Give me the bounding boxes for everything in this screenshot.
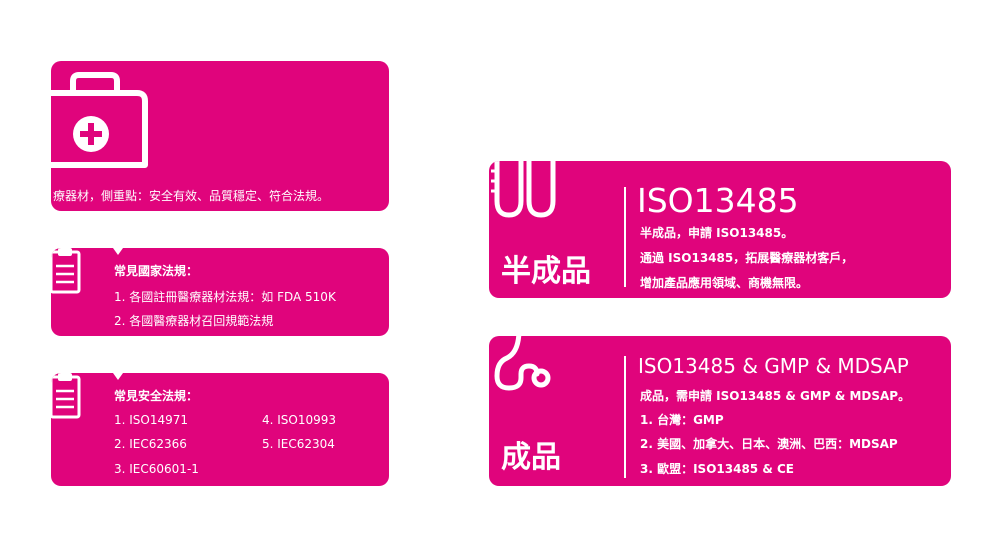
semi-finished-card: 半成品 ISO13485 半成品，申請 ISO13485。 通過 ISO1348… [489,161,951,298]
national-regulations-title: 常見國家法規： [114,264,199,278]
semi-finished-line: 通過 ISO13485，拓展醫療器材客戶， [640,251,854,265]
pointer-marker [113,373,123,380]
safety-regulations-item: 3. IEC60601-1 [114,462,199,476]
safety-regulations-card: 常見安全法規： 1. ISO14971 2. IEC62366 3. IEC60… [51,373,389,486]
test-tubes-icon [491,161,556,218]
finished-product-line: 成品，需申請 ISO13485 & GMP & MDSAP。 [640,389,911,403]
safety-regulations-item: 4. ISO10993 [262,413,337,427]
divider [624,187,626,287]
safety-regulations-item: 1. ISO14971 [114,413,189,427]
safety-regulations-title: 常見安全法規： [114,389,199,403]
stethoscope-icon [494,336,551,391]
clipboard-icon [51,248,81,294]
national-regulations-item: 1. 各國註冊醫療器材法規：如 FDA 510K [114,290,336,304]
semi-finished-label: 半成品 [501,254,591,289]
pointer-marker [113,248,123,255]
finished-product-card: 成品 ISO13485 & GMP & MDSAP 成品，需申請 ISO1348… [489,336,951,486]
finished-product-line: 2. 美國、加拿大、日本、澳洲、巴西：MDSAP [640,437,898,451]
finished-product-heading: ISO13485 & GMP & MDSAP [638,354,909,378]
finished-product-line: 1. 台灣：GMP [640,413,724,427]
finished-product-line: 3. 歐盟：ISO13485 & CE [640,462,794,476]
semi-finished-line: 增加產品應用領域、商機無限。 [640,276,809,290]
safety-regulations-item: 2. IEC62366 [114,437,187,451]
medical-device-card: 療器材，側重點：安全有效、品質穩定、符合法規。 [51,61,389,211]
finished-product-label: 成品 [501,440,561,475]
clipboard-icon [51,373,81,419]
safety-regulations-item: 5. IEC62304 [262,437,335,451]
national-regulations-item: 2. 各國醫療器材召回規範法規 [114,314,274,328]
first-aid-kit-icon [51,72,148,168]
semi-finished-line: 半成品，申請 ISO13485。 [640,226,794,240]
medical-device-text: 療器材，側重點：安全有效、品質穩定、符合法規。 [53,189,330,203]
semi-finished-heading: ISO13485 [637,181,799,220]
national-regulations-card: 常見國家法規： 1. 各國註冊醫療器材法規：如 FDA 510K 2. 各國醫療… [51,248,389,336]
divider [624,356,626,478]
